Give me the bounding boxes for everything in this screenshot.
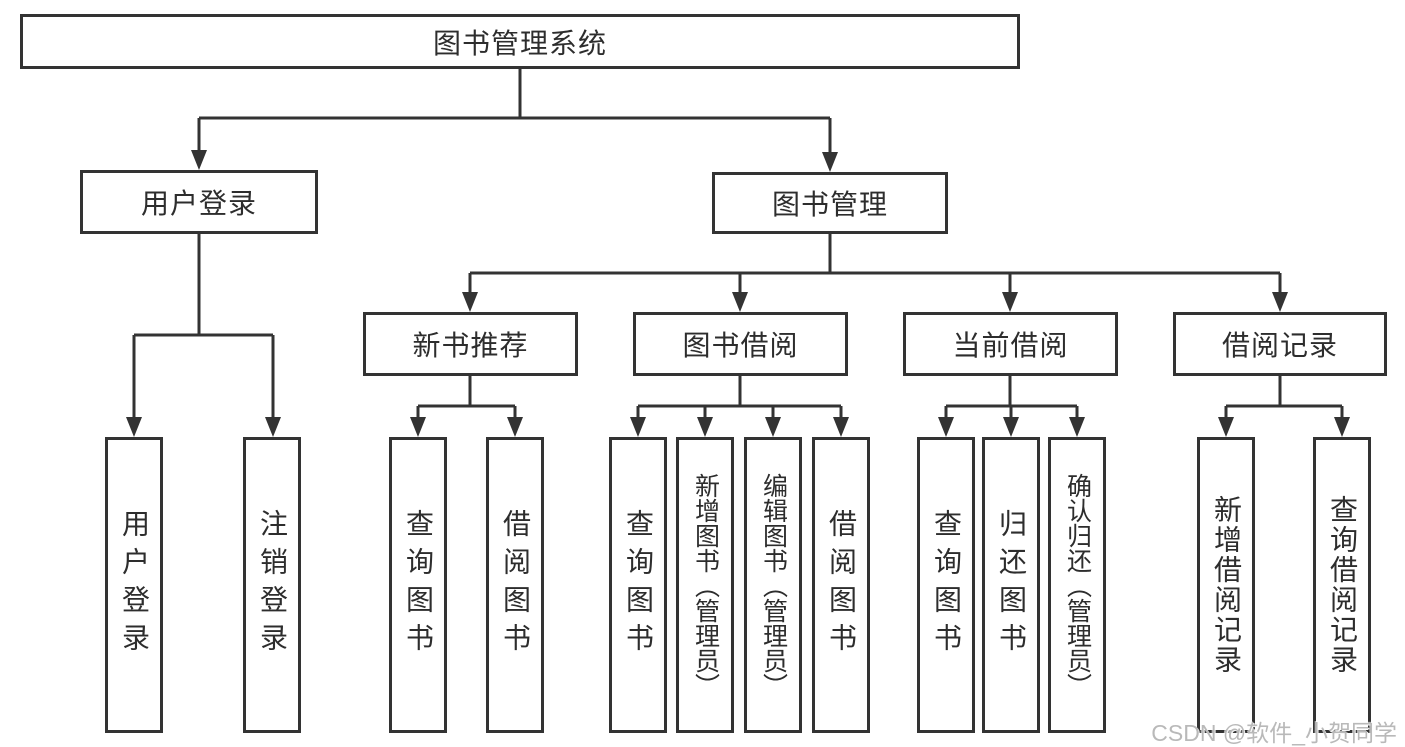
node-leaf-current-return-book: 归还图书	[982, 437, 1040, 733]
node-root: 图书管理系统	[20, 14, 1020, 69]
node-current-borrow: 当前借阅	[903, 312, 1118, 376]
node-leaf-current-confirm-return: 确认归还（管理员）	[1048, 437, 1106, 733]
node-book-borrow-label: 图书借阅	[682, 330, 799, 361]
node-leaf-logout: 注销登录	[243, 437, 301, 733]
node-leaf-records-add-record-label: 新增借阅记录	[1211, 495, 1242, 675]
node-leaf-recommend-query-book-label: 查询图书	[403, 509, 434, 661]
node-leaf-current-query-book: 查询图书	[917, 437, 975, 733]
node-leaf-recommend-query-book: 查询图书	[389, 437, 447, 733]
node-borrow-records: 借阅记录	[1173, 312, 1387, 376]
node-leaf-borrow-borrow-book-label: 借阅图书	[826, 509, 857, 661]
node-leaf-records-query-record: 查询借阅记录	[1313, 437, 1371, 733]
node-book-borrow: 图书借阅	[633, 312, 848, 376]
node-borrow-records-label: 借阅记录	[1221, 330, 1338, 361]
node-leaf-logout-label: 注销登录	[257, 509, 288, 661]
node-leaf-borrow-borrow-book: 借阅图书	[812, 437, 870, 733]
node-user-login: 用户登录	[80, 170, 318, 234]
node-current-borrow-label: 当前借阅	[952, 330, 1069, 361]
node-leaf-current-confirm-return-label: 确认归还（管理员）	[1063, 472, 1092, 698]
node-new-book-recommend-label: 新书推荐	[412, 330, 529, 361]
node-leaf-borrow-edit-book: 编辑图书（管理员）	[744, 437, 802, 733]
node-leaf-user-login-label: 用户登录	[119, 509, 150, 661]
node-leaf-recommend-borrow-book: 借阅图书	[486, 437, 544, 733]
node-leaf-records-add-record: 新增借阅记录	[1197, 437, 1255, 733]
node-book-management-label: 图书管理	[771, 189, 888, 220]
node-user-login-label: 用户登录	[140, 188, 257, 219]
node-leaf-borrow-edit-book-label: 编辑图书（管理员）	[759, 472, 788, 698]
watermark: CSDN @软件_小贺同学	[1151, 720, 1397, 746]
node-leaf-recommend-borrow-book-label: 借阅图书	[500, 509, 531, 661]
node-book-management: 图书管理	[712, 172, 948, 234]
node-new-book-recommend: 新书推荐	[363, 312, 578, 376]
node-leaf-user-login: 用户登录	[105, 437, 163, 733]
node-leaf-borrow-query-book-label: 查询图书	[623, 509, 654, 661]
node-leaf-borrow-query-book: 查询图书	[609, 437, 667, 733]
node-leaf-current-query-book-label: 查询图书	[931, 509, 962, 661]
node-leaf-records-query-record-label: 查询借阅记录	[1327, 495, 1358, 675]
node-leaf-borrow-add-book: 新增图书（管理员）	[676, 437, 734, 733]
node-leaf-borrow-add-book-label: 新增图书（管理员）	[691, 472, 720, 698]
node-leaf-current-return-book-label: 归还图书	[996, 509, 1027, 661]
node-root-label: 图书管理系统	[432, 27, 607, 59]
